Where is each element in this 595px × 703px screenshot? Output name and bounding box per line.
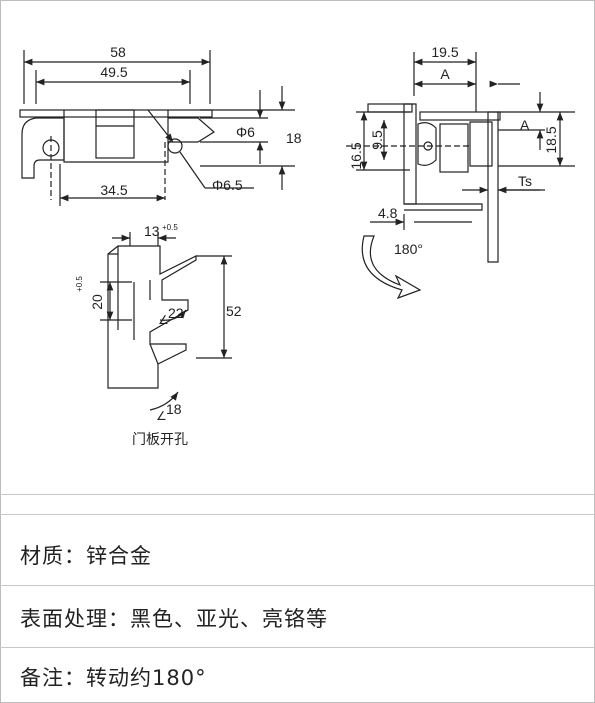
- dim-49-5: 49.5: [100, 64, 127, 80]
- technical-drawing: 58 49.5 34.5 Φ6 18 Φ6.5: [19, 44, 575, 447]
- door-cutout-view: [100, 232, 232, 411]
- dim-phi6: Φ6: [236, 124, 255, 140]
- dim-13: 13: [144, 223, 160, 239]
- dim-18-angle: 18: [166, 401, 182, 417]
- rotation-arrow-icon: [361, 235, 422, 300]
- divider: [0, 494, 595, 495]
- dim-20-tolerance: +0.5: [75, 276, 84, 292]
- angle-symbol-22: ∠: [158, 313, 169, 327]
- dim-phi6-5: Φ6.5: [212, 177, 243, 193]
- dim-52: 52: [226, 303, 242, 319]
- dim-a-right: A: [520, 117, 530, 133]
- divider: [0, 585, 595, 586]
- front-view: [19, 50, 295, 206]
- dim-16-5: 16.5: [348, 142, 364, 169]
- divider: [0, 514, 595, 515]
- dim-20: 20: [89, 294, 105, 310]
- spec-note: 备注：转动约180°: [20, 666, 207, 690]
- angle-symbol-18: ∠: [156, 409, 167, 423]
- spec-finish: 表面处理：黑色、亚光、亮铬等: [20, 607, 328, 631]
- rotation-label: 180°: [394, 241, 423, 257]
- side-view: [346, 52, 575, 263]
- dim-22: 22: [168, 305, 184, 321]
- dim-18: 18: [286, 130, 302, 146]
- dim-9-5: 9.5: [369, 130, 385, 150]
- dim-34-5: 34.5: [100, 182, 127, 198]
- dim-18-5: 18.5: [543, 126, 559, 153]
- dim-58: 58: [110, 44, 126, 60]
- dim-ts: Ts: [518, 173, 532, 189]
- dim-13-tolerance: +0.5: [162, 223, 178, 232]
- dim-19-5: 19.5: [431, 44, 458, 60]
- spec-material: 材质：锌合金: [20, 544, 152, 568]
- divider: [0, 647, 595, 648]
- dim-a-top: A: [440, 66, 450, 82]
- cutout-caption: 门板开孔: [132, 431, 188, 447]
- dim-4-8: 4.8: [378, 205, 398, 221]
